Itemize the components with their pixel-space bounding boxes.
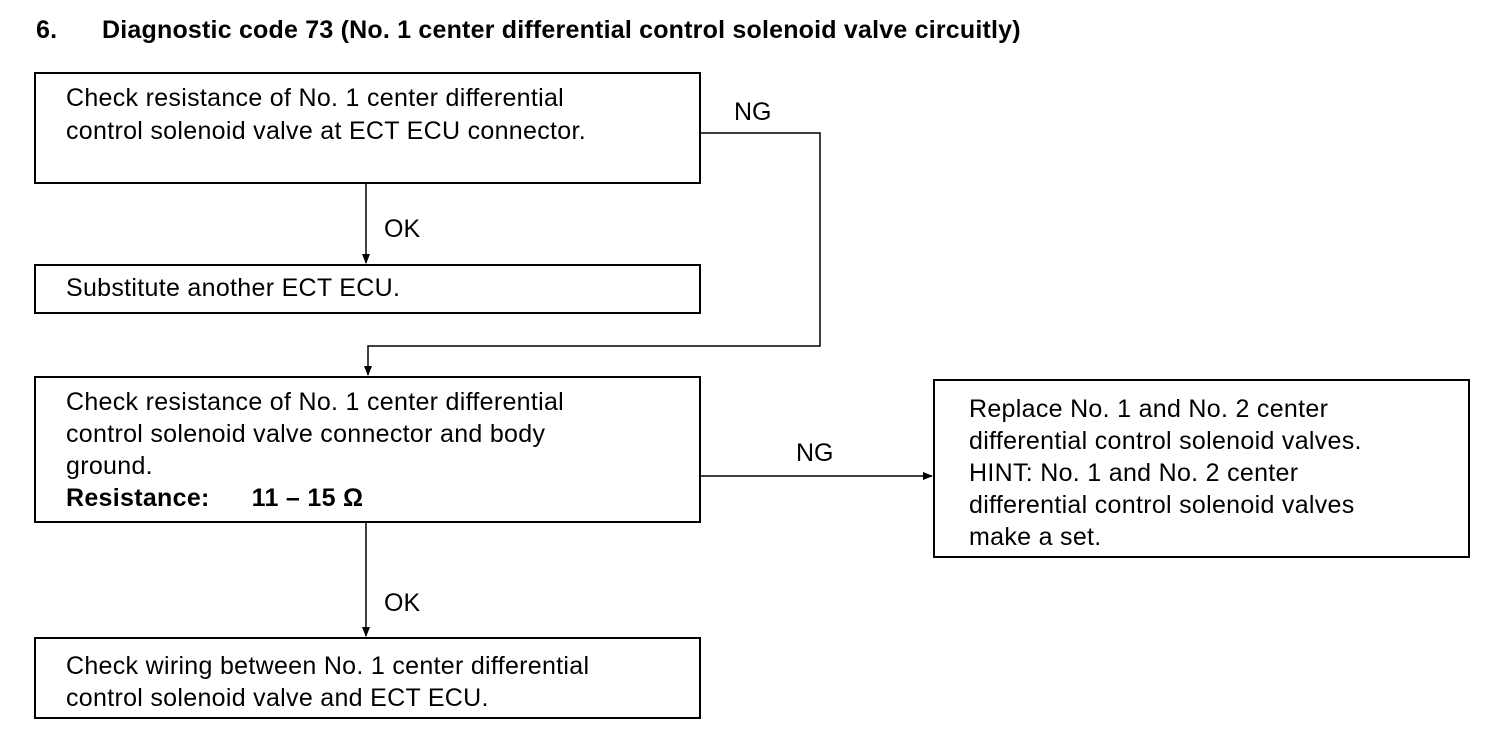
step-text: ground. <box>66 452 153 480</box>
step-text: Replace No. 1 and No. 2 center <box>969 395 1329 423</box>
hint-text: make a set. <box>969 523 1102 551</box>
hint-text: HINT: No. 1 and No. 2 center <box>969 459 1299 487</box>
heading-number: 6. <box>36 16 58 44</box>
branch-label-ng-right: NG <box>796 439 834 467</box>
branch-label-ng-top: NG <box>734 98 772 126</box>
resistance-spec: Resistance: 11 – 15 Ω <box>66 482 669 514</box>
step-replace-valves: Replace No. 1 and No. 2 center different… <box>933 379 1470 558</box>
heading-title: Diagnostic code 73 (No. 1 center differe… <box>102 16 1021 44</box>
resistance-value: 11 – 15 Ω <box>251 484 364 512</box>
connector-ng-loop <box>364 132 821 376</box>
step-text: differential control solenoid valves. <box>969 427 1362 455</box>
step-check-wiring: Check wiring between No. 1 center differ… <box>34 637 701 719</box>
branch-label-ok-top: OK <box>384 215 421 243</box>
step-check-body-ground: Check resistance of No. 1 center differe… <box>34 376 701 523</box>
step-text: control solenoid valve at ECT ECU connec… <box>66 117 586 145</box>
page-heading: 6. Diagnostic code 73 (No. 1 center diffe… <box>36 16 1021 45</box>
step-text: control solenoid valve and ECT ECU. <box>66 684 489 712</box>
step-text: control solenoid valve connector and bod… <box>66 420 546 448</box>
resistance-label: Resistance: <box>66 484 210 512</box>
step-check-ecu-connector: Check resistance of No. 1 center differe… <box>34 72 701 184</box>
step-text: Check resistance of No. 1 center differe… <box>66 84 565 112</box>
step-text: Check resistance of No. 1 center differe… <box>66 388 565 416</box>
step-text: Check wiring between No. 1 center differ… <box>66 652 590 680</box>
branch-label-ok-bottom: OK <box>384 589 421 617</box>
step-text: Substitute another ECT ECU. <box>66 274 401 302</box>
hint-text: differential control solenoid valves <box>969 491 1355 519</box>
step-substitute-ecu: Substitute another ECT ECU. <box>34 264 701 314</box>
